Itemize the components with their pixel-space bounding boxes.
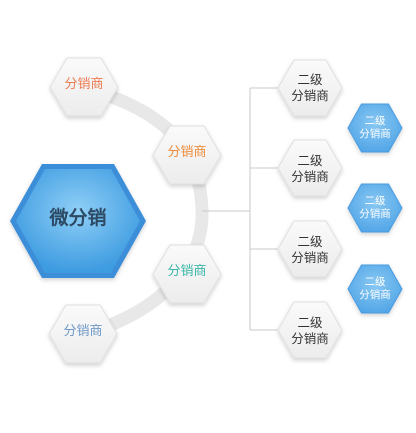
distributor-label-3: 分销商 (167, 264, 207, 279)
distributor-label-4: 分销商 (63, 324, 103, 339)
level2-blue-node-3 (347, 264, 403, 314)
level2-blue-label-3: 二级 分销商 (359, 276, 391, 302)
level2-gray-node-3 (277, 220, 343, 278)
center-node (10, 164, 146, 278)
level2-blue-node-1 (347, 103, 403, 153)
level2-blue-label-1: 二级 分销商 (359, 115, 391, 141)
connector-lines (202, 87, 282, 331)
level2-blue-node-2 (347, 183, 403, 233)
distributor-node-3 (152, 244, 222, 304)
distributor-label-2: 分销商 (167, 145, 207, 160)
connector-arc (78, 81, 209, 341)
level2-gray-label-1: 二级 分销商 (291, 72, 329, 103)
level2-blue-label-2: 二级 分销商 (359, 195, 391, 221)
distributor-label-1: 分销商 (64, 77, 104, 92)
level2-gray-label-3: 二级 分销商 (291, 234, 329, 265)
distributor-node-4 (48, 304, 118, 364)
level2-gray-node-2 (277, 139, 343, 197)
level2-gray-node-4 (277, 301, 343, 359)
level2-gray-node-1 (277, 59, 343, 117)
distributor-node-2 (152, 125, 222, 185)
distributor-node-1 (49, 57, 119, 117)
level2-gray-label-4: 二级 分销商 (291, 315, 329, 346)
center-label: 微分销 (49, 207, 107, 229)
level2-gray-label-2: 二级 分销商 (291, 153, 329, 184)
